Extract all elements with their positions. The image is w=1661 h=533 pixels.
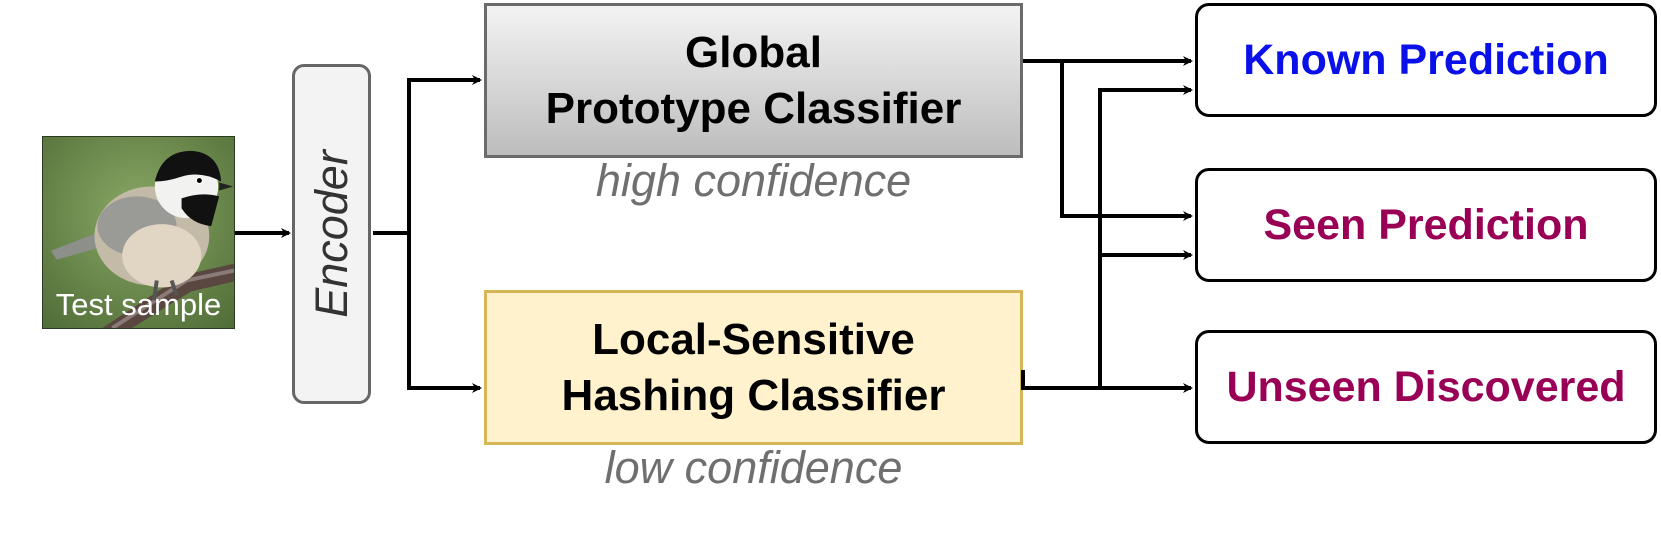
seen-prediction-label: Seen Prediction	[1263, 200, 1589, 249]
test-sample-image: Test sample	[42, 136, 235, 329]
encoder-block: Encoder	[292, 64, 371, 404]
low-confidence-label: low confidence	[604, 442, 903, 493]
known-prediction-label: Known Prediction	[1243, 35, 1609, 84]
bird-illustration	[43, 137, 234, 328]
global-classifier-title-line2: Prototype Classifier	[545, 83, 962, 133]
global-prototype-classifier: Global Prototype Classifier	[484, 3, 1023, 158]
arrow-encoder-to-global	[373, 75, 482, 235]
arrow-local-to-unseen	[1021, 370, 1193, 393]
global-classifier-title-line1: Global	[685, 27, 822, 77]
local-sensitive-hashing-classifier: Local-Sensitive Hashing Classifier	[484, 290, 1023, 445]
local-classifier-title-line1: Local-Sensitive	[592, 314, 915, 364]
known-prediction-box: Known Prediction	[1195, 3, 1657, 117]
unseen-discovered-box: Unseen Discovered	[1195, 330, 1657, 444]
test-sample-label: Test sample	[55, 287, 222, 322]
high-confidence-label: high confidence	[595, 155, 912, 206]
arrow-global-to-seen	[1060, 61, 1193, 221]
arrow-encoder-to-local	[407, 233, 482, 393]
arrow-local-to-known	[1098, 85, 1193, 388]
unseen-discovered-label: Unseen Discovered	[1226, 362, 1626, 411]
seen-prediction-box: Seen Prediction	[1195, 168, 1657, 282]
local-classifier-title-line2: Hashing Classifier	[561, 370, 946, 420]
